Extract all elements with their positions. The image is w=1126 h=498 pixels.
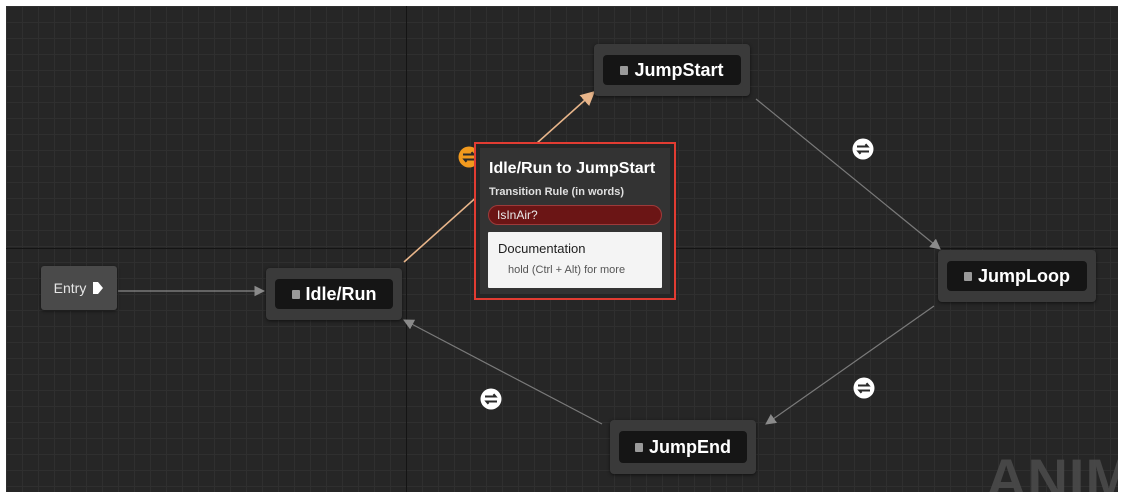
wire-jumploop-to-jumpend[interactable] — [765, 305, 935, 425]
tooltip-subtitle: Transition Rule (in words) — [489, 186, 625, 198]
state-square-icon — [620, 65, 629, 75]
transition-jumpstart-jumploop-icon[interactable] — [852, 138, 874, 160]
documentation-hint: hold (Ctrl + Alt) for more — [508, 264, 626, 276]
wire-jumpstart-to-jumploop[interactable] — [755, 98, 941, 250]
wire-jumpend-to-idle[interactable] — [403, 319, 603, 425]
state-jumpstart[interactable]: JumpStart — [594, 44, 750, 96]
state-label: JumpStart — [634, 59, 724, 80]
state-label: Idle/Run — [305, 283, 377, 304]
graph-origin-vertical — [406, 6, 407, 492]
state-square-icon — [964, 271, 972, 281]
state-machine-graph[interactable]: Entry Idle/Run JumpStart JumpLoop JumpEn… — [6, 6, 1118, 492]
transition-jumploop-jumpend-icon[interactable] — [853, 377, 875, 399]
documentation-box: Documentation hold (Ctrl + Alt) for more — [488, 232, 662, 288]
documentation-title: Documentation — [498, 241, 586, 256]
state-label: JumpLoop — [978, 265, 1070, 286]
entry-arrow-icon — [93, 282, 104, 294]
state-jumpend[interactable]: JumpEnd — [610, 420, 756, 474]
entry-node[interactable]: Entry — [41, 266, 117, 310]
tooltip-title: Idle/Run to JumpStart — [489, 160, 656, 177]
state-square-icon — [634, 442, 643, 452]
transition-tooltip: Idle/Run to JumpStart Transition Rule (i… — [474, 142, 676, 300]
state-label: JumpEnd — [648, 436, 731, 457]
graph-type-watermark: ANIM — [986, 447, 1118, 492]
state-square-icon — [291, 289, 300, 299]
entry-label: Entry — [53, 280, 87, 296]
transition-rule-text: IsInAir? — [488, 205, 662, 225]
state-jumploop[interactable]: JumpLoop — [938, 250, 1096, 302]
state-idle-run[interactable]: Idle/Run — [266, 268, 402, 320]
transition-jumpend-idle-icon[interactable] — [480, 388, 502, 410]
